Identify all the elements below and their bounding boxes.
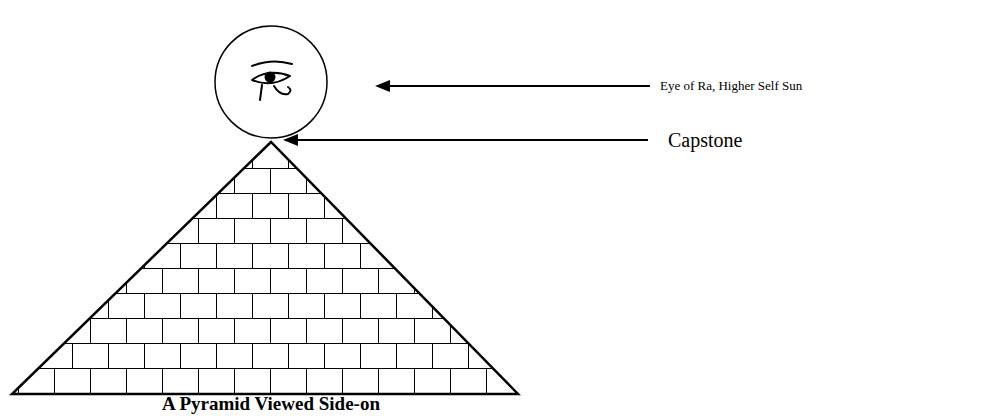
callout-label: Capstone — [668, 129, 742, 151]
sun-circle — [215, 26, 327, 138]
caption: A Pyramid Viewed Side-on — [162, 394, 380, 414]
arrowhead — [375, 80, 390, 92]
callout-label: Eye of Ra, Higher Self Sun — [660, 78, 802, 94]
leader-line — [388, 85, 650, 87]
leader-line — [296, 139, 648, 141]
pyramid-bricks — [12, 142, 518, 394]
eye-of-ra-symbol — [252, 61, 292, 100]
arrowhead — [283, 134, 298, 146]
pyramid-outline — [12, 142, 518, 394]
